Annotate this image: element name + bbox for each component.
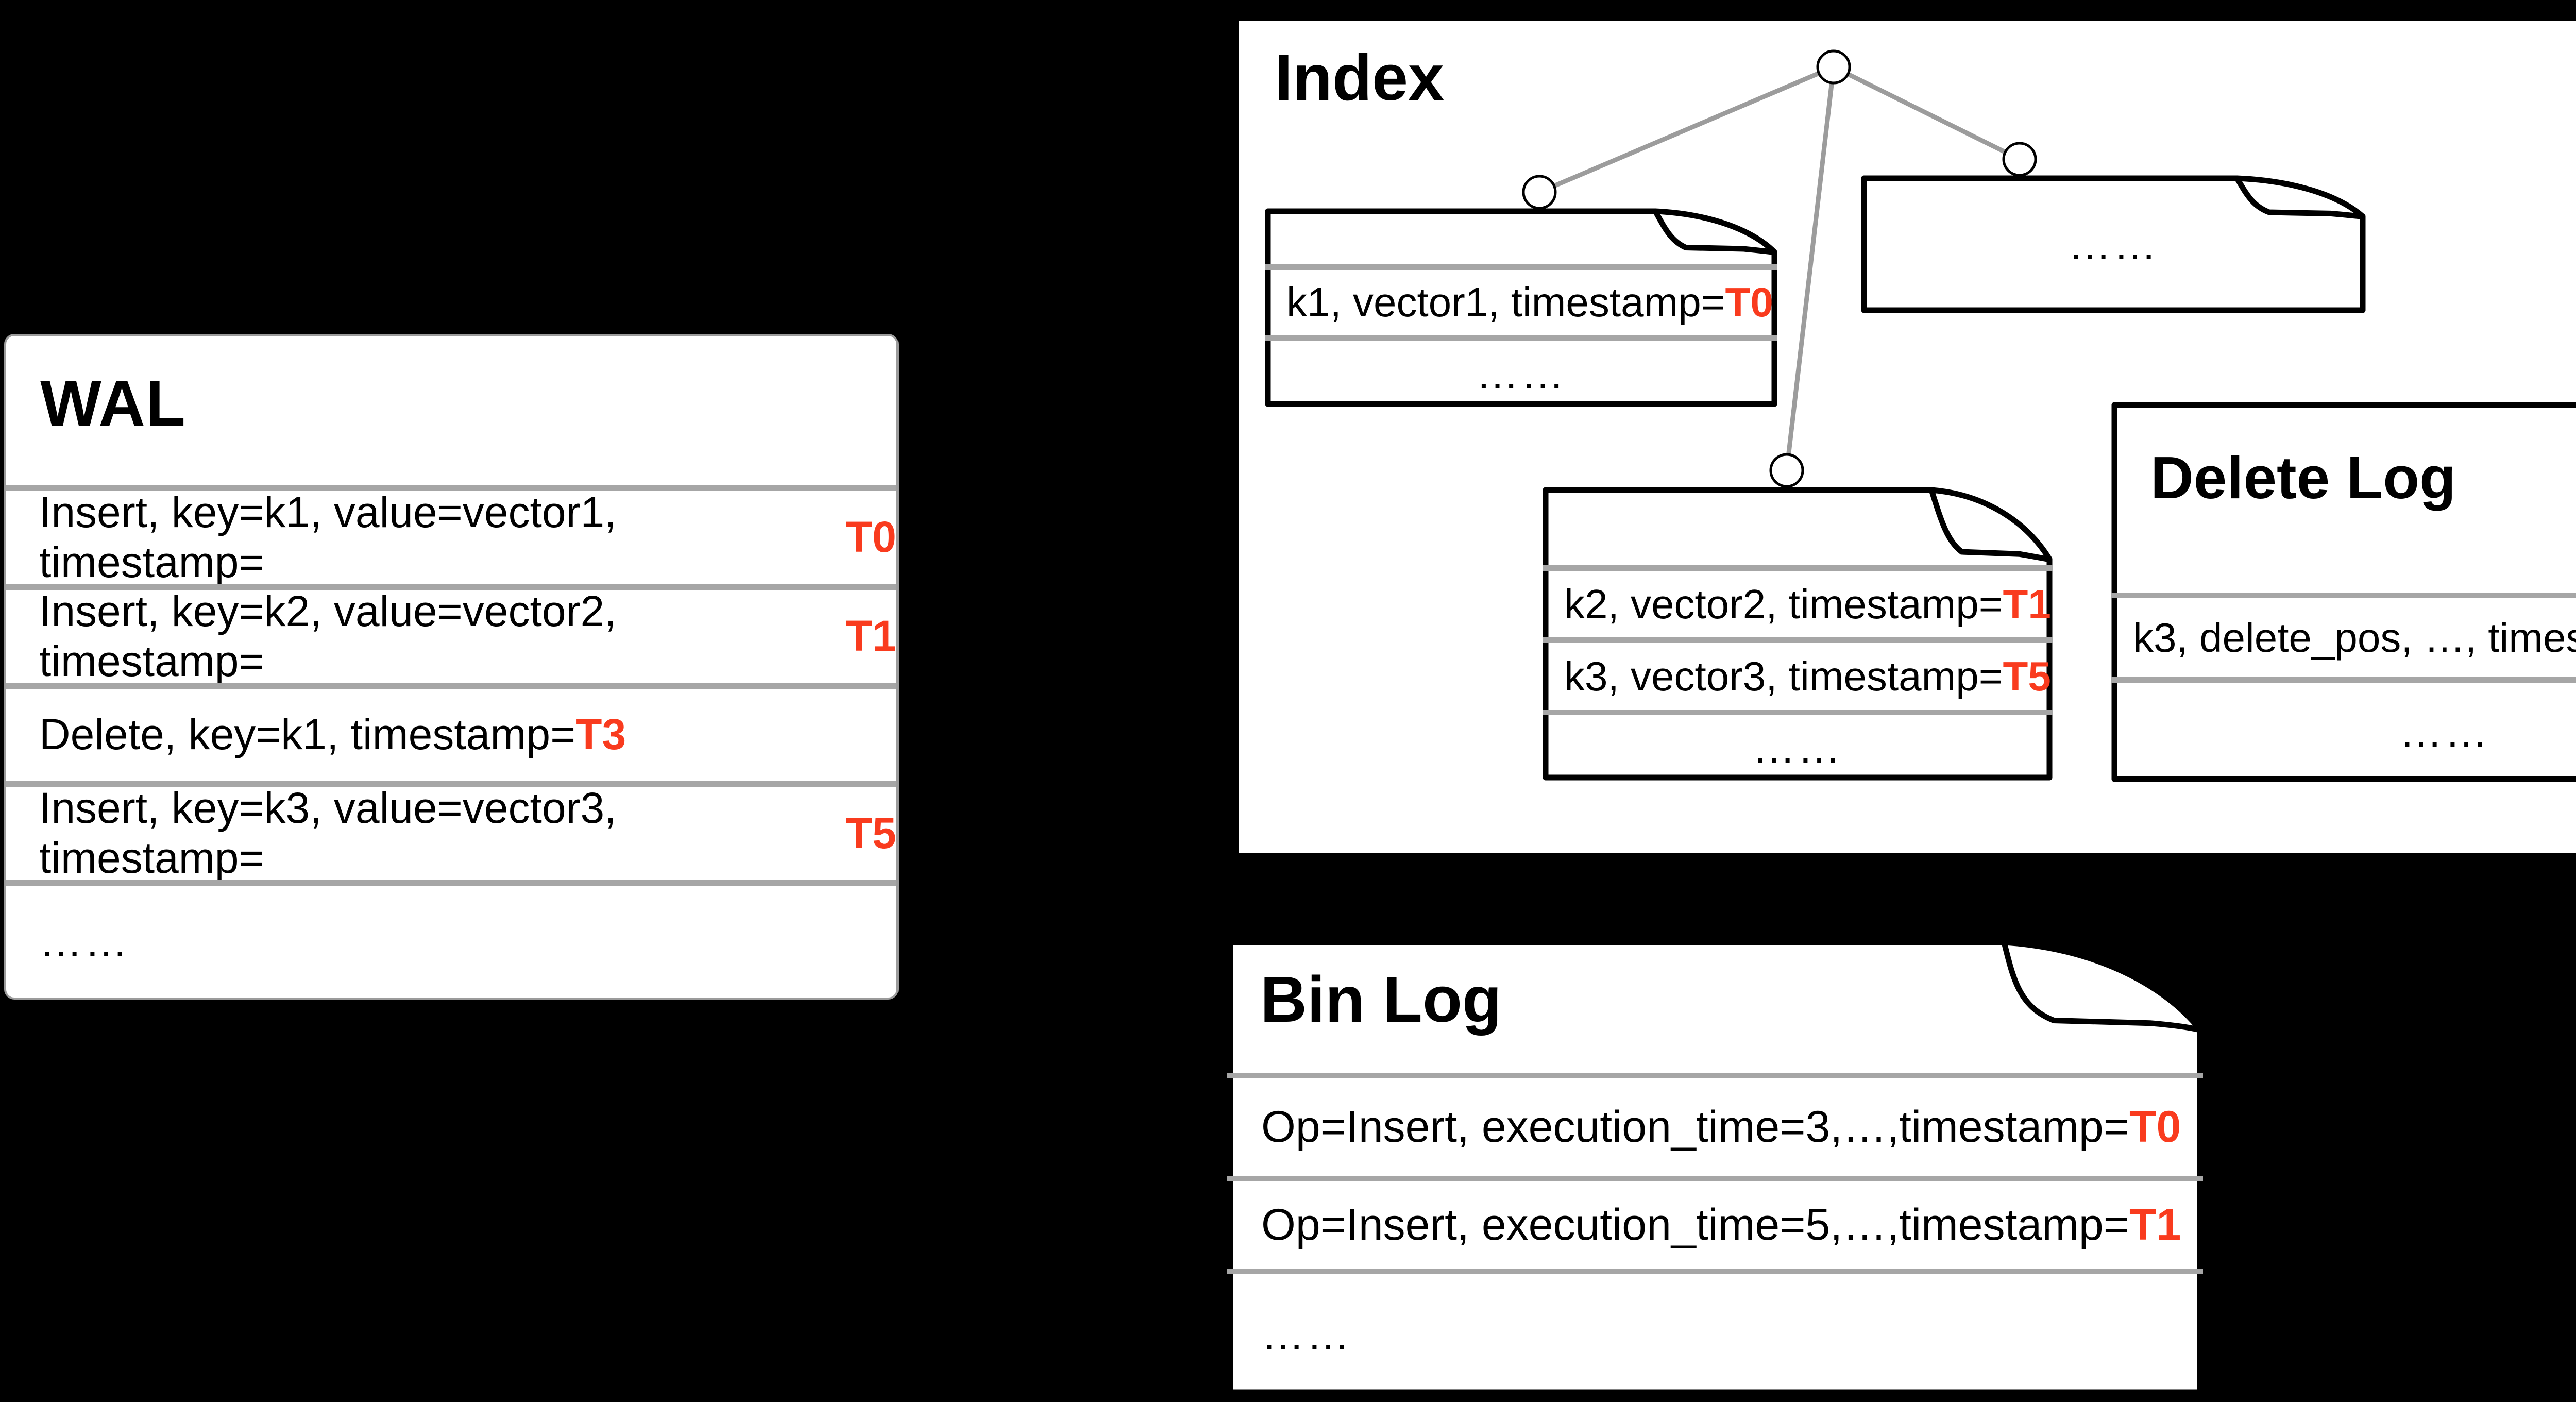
wal-row-text: Insert, key=k3, value=vector3, timestamp… bbox=[39, 784, 617, 883]
timestamp-value: T3 bbox=[575, 710, 626, 759]
delete-log-row-k3: k3, delete_pos, …, timestamp=T3 bbox=[2111, 593, 2576, 677]
segment-row-more: …… bbox=[1265, 335, 1777, 407]
wal-table: WAL Insert, key=k1, value=vector1, times… bbox=[4, 334, 899, 1000]
segment-row-more: …… bbox=[1543, 710, 2053, 781]
delete-log-row-text: k3, delete_pos, …, timestamp= bbox=[2133, 614, 2576, 661]
delete-log-row-more: …… bbox=[2111, 677, 2576, 782]
delete-log-title: Delete Log bbox=[2150, 444, 2456, 511]
bin-log: Bin Log Op=Insert, execution_time=3,…,ti… bbox=[1227, 939, 2203, 1395]
wal-row-text: Delete, key=k1, timestamp= bbox=[39, 710, 576, 759]
wal-row-insert-k2: Insert, key=k2, value=vector2, timestamp… bbox=[6, 583, 896, 685]
ellipsis: …… bbox=[1752, 723, 1843, 772]
wal-row-delete-k1: Delete, key=k1, timestamp=T3 bbox=[6, 682, 896, 781]
segment-header-blank bbox=[1543, 487, 2053, 565]
timestamp-value: T1 bbox=[2129, 1200, 2181, 1249]
index-segment-file-more: …… bbox=[1861, 175, 2366, 313]
bin-log-row-1: Op=Insert, execution_time=3,…,timestamp=… bbox=[1227, 1073, 2203, 1176]
bin-log-title: Bin Log bbox=[1260, 963, 1502, 1036]
bin-log-row-text: Op=Insert, execution_time=5,…,timestamp= bbox=[1261, 1200, 2129, 1249]
wal-row-text: Insert, key=k2, value=vector2, timestamp… bbox=[39, 586, 617, 685]
segment-row-more: …… bbox=[1861, 175, 2366, 313]
document-icon bbox=[2111, 402, 2576, 782]
timestamp-value: T0 bbox=[1725, 279, 1773, 325]
ellipsis: …… bbox=[2399, 708, 2490, 756]
timestamp-value: T1 bbox=[2003, 581, 2051, 627]
delete-log-header: Delete Log bbox=[2111, 402, 2576, 593]
segment-row-k3: k3, vector3, timestamp=T5 bbox=[1543, 637, 2053, 710]
document-icon bbox=[1861, 175, 2366, 313]
segment-row-text: k2, vector2, timestamp= bbox=[1564, 581, 2003, 627]
index-segment-file-k2-k3: k2, vector2, timestamp=T1 k3, vector3, t… bbox=[1543, 487, 2053, 781]
document-icon bbox=[1543, 487, 2053, 781]
segment-row-text: k1, vector1, timestamp= bbox=[1286, 279, 1725, 325]
segment-row-text: k3, vector3, timestamp= bbox=[1564, 653, 2003, 699]
timestamp-value: T0 bbox=[845, 513, 896, 562]
bin-log-row-2: Op=Insert, execution_time=5,…,timestamp=… bbox=[1227, 1176, 2203, 1269]
ellipsis: …… bbox=[1261, 1310, 1352, 1359]
bin-log-header: Bin Log bbox=[1227, 939, 2203, 1073]
ellipsis: …… bbox=[1476, 349, 1567, 398]
document-icon bbox=[1265, 208, 1777, 407]
ellipsis: …… bbox=[39, 917, 130, 966]
ellipsis: …… bbox=[2068, 219, 2159, 268]
index-title: Index bbox=[1275, 41, 1445, 114]
segment-row-k1: k1, vector1, timestamp=T0 bbox=[1265, 264, 1777, 335]
wal-row-insert-k1: Insert, key=k1, value=vector1, timestamp… bbox=[6, 484, 896, 586]
index-segment-file-k1: k1, vector1, timestamp=T0 …… bbox=[1265, 208, 1777, 407]
delete-log: Delete Log k3, delete_pos, …, timestamp=… bbox=[2111, 402, 2576, 782]
bin-log-row-text: Op=Insert, execution_time=3,…,timestamp= bbox=[1261, 1102, 2129, 1152]
timestamp-value: T1 bbox=[845, 612, 896, 661]
wal-row-insert-k3: Insert, key=k3, value=vector3, timestamp… bbox=[6, 781, 896, 883]
wal-row-text: Insert, key=k1, value=vector1, timestamp… bbox=[39, 487, 617, 586]
segment-row-k2: k2, vector2, timestamp=T1 bbox=[1543, 565, 2053, 637]
wal-row-more: …… bbox=[6, 880, 896, 998]
timestamp-value: T5 bbox=[845, 808, 896, 857]
wal-title: WAL bbox=[40, 367, 186, 440]
bin-log-row-more: …… bbox=[1227, 1269, 2203, 1395]
timestamp-value: T5 bbox=[2003, 653, 2051, 699]
document-icon bbox=[1227, 939, 2203, 1395]
timestamp-value: T0 bbox=[2129, 1102, 2181, 1152]
segment-header-blank bbox=[1265, 208, 1777, 264]
